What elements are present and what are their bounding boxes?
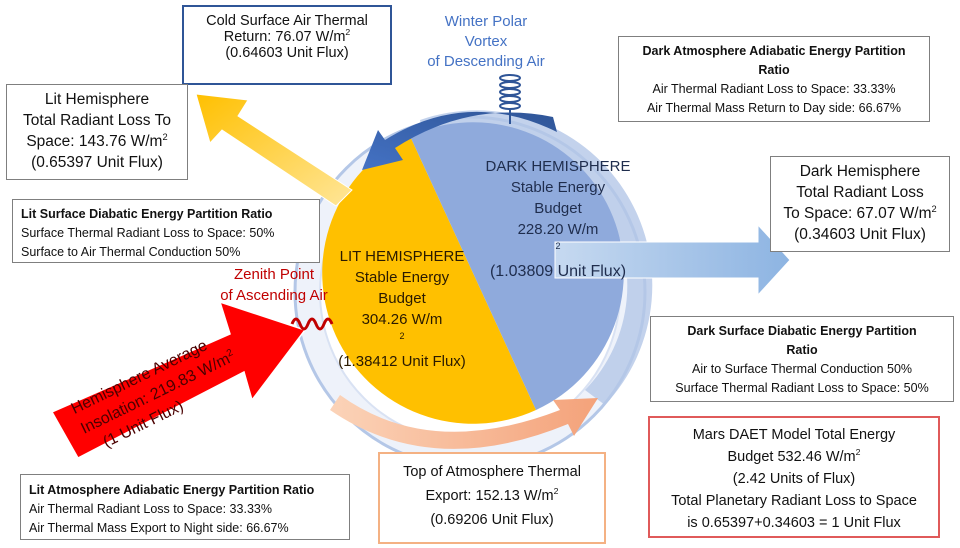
vortex-coil bbox=[499, 74, 521, 124]
dark-hemisphere-shape bbox=[410, 122, 624, 411]
dark-surface-ratio-box: Dark Surface Diabatic Energy Partition R… bbox=[650, 316, 954, 402]
cold-surface-return-box: Cold Surface Air Thermal Return: 76.07 W… bbox=[182, 5, 392, 85]
dark-radiant-loss-box: Dark Hemisphere Total Radiant Loss To Sp… bbox=[770, 156, 950, 252]
dark-hemisphere-label: DARK HEMISPHERE Stable Energy Budget 228… bbox=[485, 158, 631, 280]
toa-export-arrow bbox=[330, 395, 598, 449]
lit-radiant-loss-arrow bbox=[195, 93, 353, 207]
toa-export-box: Top of Atmosphere Thermal Export: 152.13… bbox=[378, 452, 606, 544]
zenith-squiggle bbox=[290, 317, 334, 331]
lit-surface-ratio-box: Lit Surface Diabatic Energy Partition Ra… bbox=[12, 199, 320, 263]
lit-radiant-loss-box: Lit Hemisphere Total Radiant Loss To Spa… bbox=[6, 84, 188, 180]
lit-hemisphere-shape bbox=[322, 136, 536, 424]
insolation-arrow bbox=[50, 300, 307, 459]
lit-hemisphere-label: LIT HEMISPHERE Stable Energy Budget 304.… bbox=[338, 248, 466, 370]
zenith-label: Zenith Point of Ascending Air bbox=[220, 266, 328, 304]
total-budget-box: Mars DAET Model Total Energy Budget 532.… bbox=[648, 416, 940, 538]
lit-atmosphere-ratio-box: Lit Atmosphere Adiabatic Energy Partitio… bbox=[20, 474, 350, 540]
vortex-return-arrow bbox=[362, 111, 557, 170]
dark-atmosphere-ratio-box: Dark Atmosphere Adiabatic Energy Partiti… bbox=[618, 36, 930, 122]
dark-radiant-loss-arrow bbox=[554, 223, 791, 297]
vortex-label: Winter Polar Vortex of Descending Air bbox=[427, 13, 545, 70]
